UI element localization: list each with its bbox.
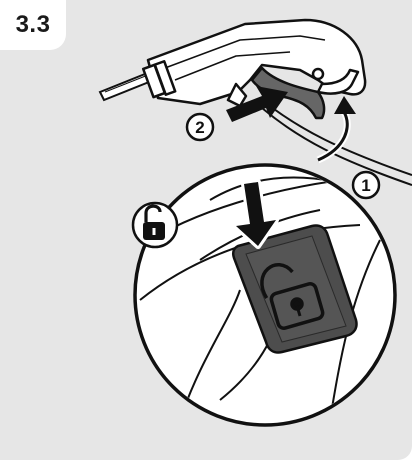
open-padlock-icon (133, 203, 177, 247)
callout-2-label: 2 (195, 118, 204, 137)
step-number: 3.3 (16, 11, 51, 39)
callout-1: 1 (353, 172, 379, 198)
step-number-badge: 3.3 (0, 0, 66, 50)
zoom-detail (135, 165, 400, 425)
callout-1-label: 1 (361, 176, 370, 195)
callout-2: 2 (187, 114, 213, 140)
